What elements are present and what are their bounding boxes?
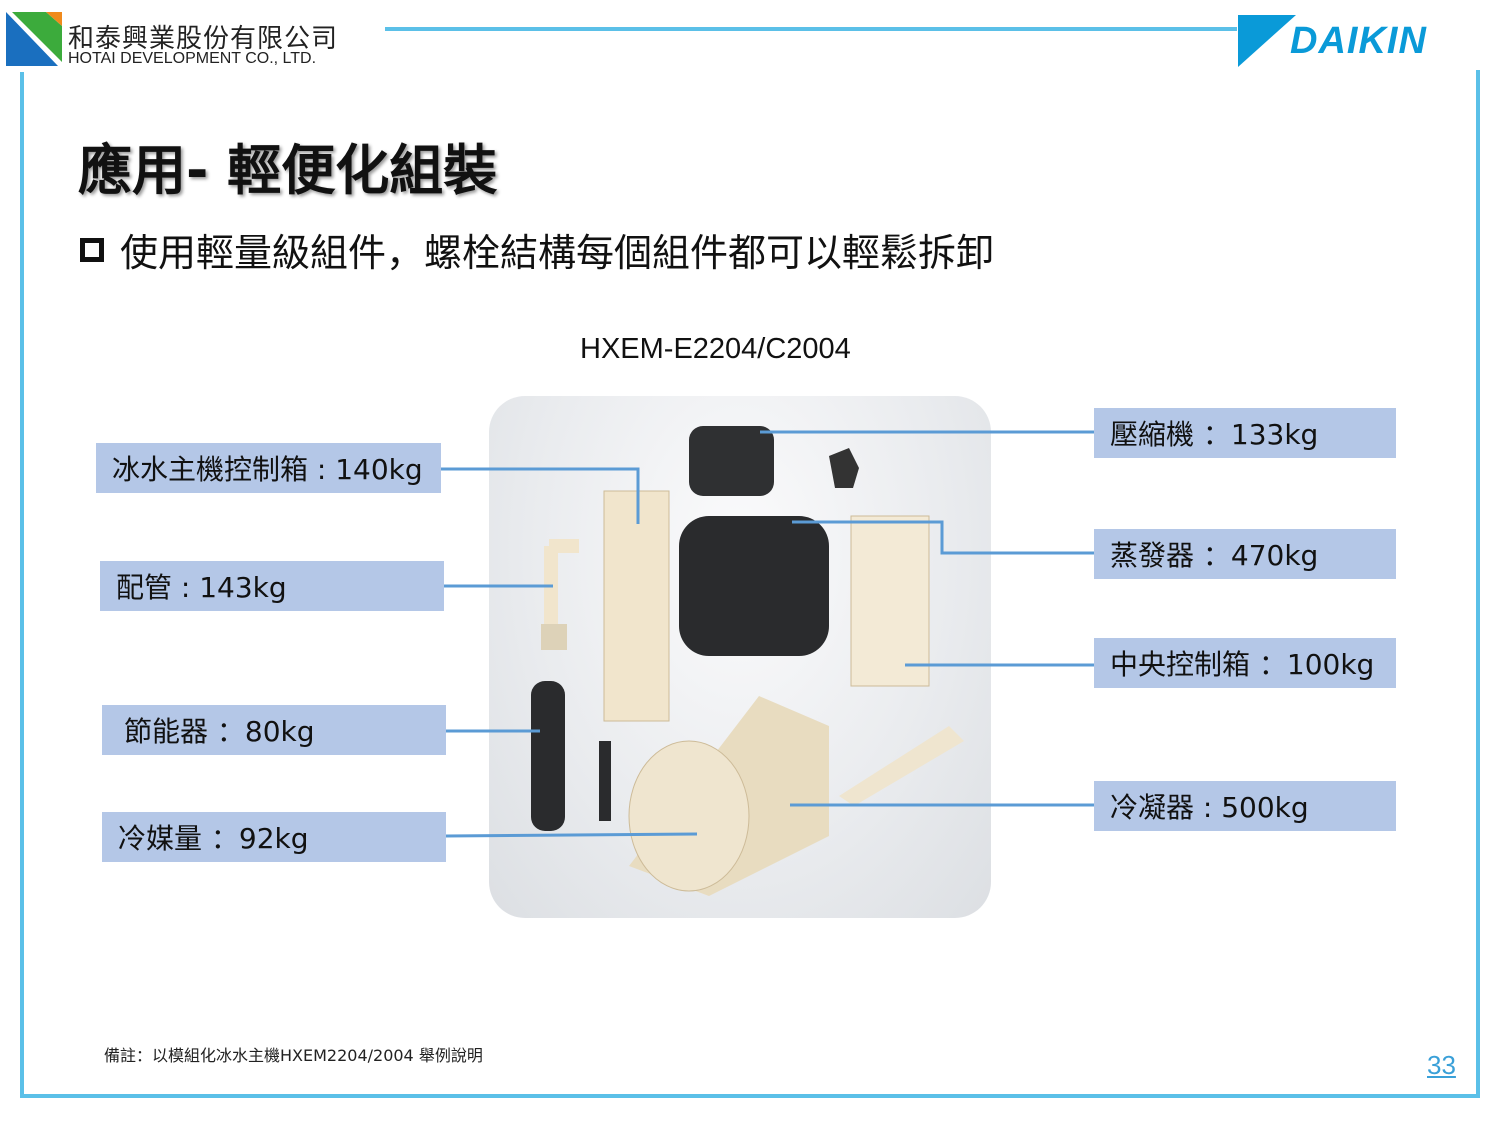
- daikin-logo-text: DAIKIN: [1290, 20, 1427, 62]
- frame-top-line: [385, 27, 1237, 31]
- hotai-logo-icon: [6, 12, 62, 66]
- label-piping: 配管 : 143kg: [100, 561, 444, 611]
- label-economizer: 節能器 ：80kg: [102, 705, 446, 755]
- chiller-illustration: [531, 426, 964, 896]
- label-compressor: 壓縮機 ：133kg: [1094, 408, 1396, 458]
- label-central-box: 中央控制箱 ：100kg: [1094, 638, 1396, 688]
- label-text: 節能器 ：80kg: [124, 715, 315, 748]
- label-control-box: 冰水主機控制箱 : 140kg: [96, 443, 441, 493]
- square-bullet-icon: [80, 237, 104, 262]
- label-text: 蒸發器 ：470kg: [1110, 539, 1319, 572]
- connector-evaporator: [792, 520, 1094, 555]
- bullet-point: 使用輕量級組件，螺栓結構每個組件都可以輕鬆拆卸: [80, 222, 994, 277]
- label-text: 冷媒量 ：92kg: [118, 822, 309, 855]
- model-caption: HXEM-E2204/C2004: [580, 333, 851, 365]
- label-text: 壓縮機 ：133kg: [1110, 418, 1319, 451]
- bullet-text: 使用輕量級組件，螺栓結構每個組件都可以輕鬆拆卸: [120, 231, 995, 275]
- label-refrigerant: 冷媒量 ：92kg: [102, 812, 446, 862]
- daikin-logo-icon: [1238, 15, 1296, 67]
- label-text: 配管 : 143kg: [116, 571, 287, 604]
- connector-refrigerant: [445, 832, 698, 838]
- connector-control-box: [441, 467, 640, 524]
- company-name-en: HOTAI DEVELOPMENT CO., LTD.: [68, 50, 317, 67]
- label-text: 中央控制箱 ：100kg: [1110, 648, 1375, 681]
- footnote: 備註：以模組化冰水主機HXEM2204/2004 舉例說明: [104, 1046, 483, 1065]
- frame-left-line: [20, 72, 24, 1097]
- page-number: 33: [1427, 1050, 1456, 1080]
- frame-bottom-line: [20, 1094, 1480, 1098]
- label-condenser: 冷凝器 : 500kg: [1094, 781, 1396, 831]
- label-text: 冷凝器 : 500kg: [1110, 791, 1309, 824]
- page-title: 應用- 輕便化組裝: [78, 139, 498, 202]
- label-text: 冰水主機控制箱 : 140kg: [112, 453, 423, 486]
- frame-right-line: [1476, 70, 1480, 1097]
- exploded-chiller-image: [489, 396, 991, 918]
- company-name-cn: 和泰興業股份有限公司: [68, 24, 339, 54]
- label-evaporator: 蒸發器 ：470kg: [1094, 529, 1396, 579]
